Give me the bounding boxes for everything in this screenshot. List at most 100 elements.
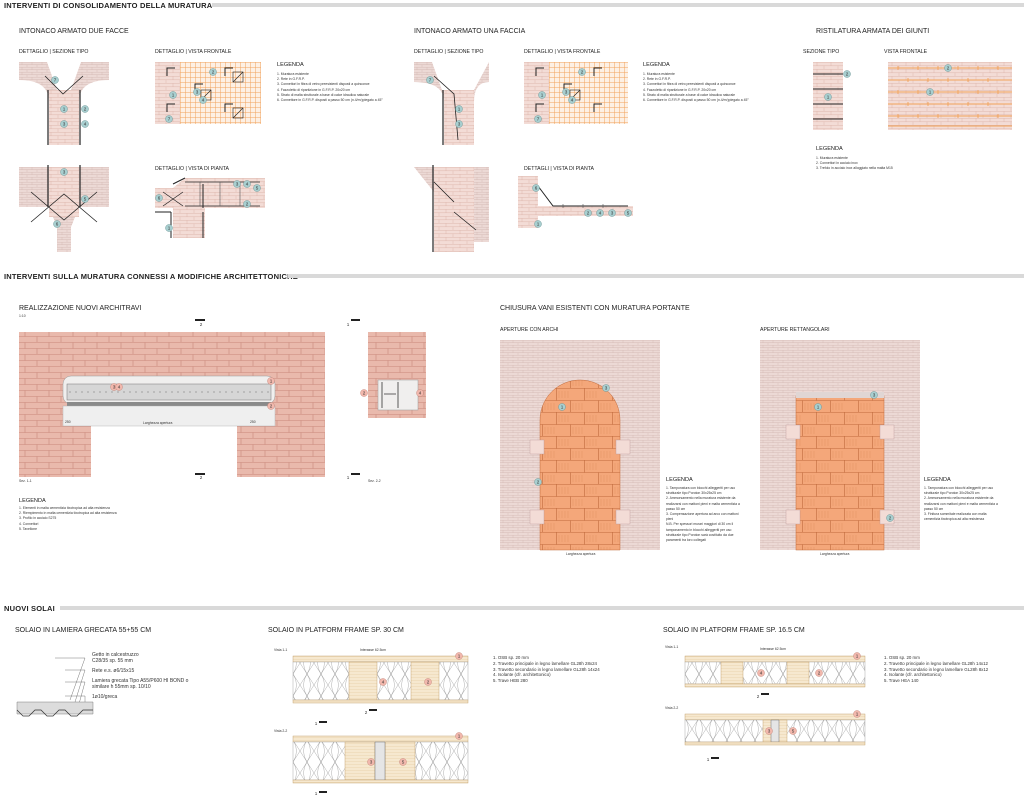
due-facce-pianta-label: DETTAGLIO | VISTA DI PIANTA: [155, 166, 229, 172]
svg-text:2: 2: [212, 70, 215, 75]
due-facce-sezione-label: DETTAGLIO | SEZIONE TIPO: [19, 49, 89, 55]
svg-text:6: 6: [158, 196, 161, 201]
legend-item: 1. Muratura esistente: [643, 72, 675, 76]
architravi-elevation-drawing: 3 4 1 2 2 2: [19, 319, 325, 480]
ristilatura-sezione-label: SEZIONE TIPO: [803, 49, 840, 55]
svg-text:3: 3: [605, 386, 608, 391]
svg-text:2: 2: [363, 391, 366, 396]
note: 1ø10/greca: [92, 694, 118, 700]
svg-text:4: 4: [571, 98, 574, 103]
svg-text:3: 3: [113, 385, 116, 390]
architravi-dim-left: 250: [65, 420, 71, 424]
platform30-title: SOLAIO IN PLATFORM FRAME SP. 30 CM: [268, 627, 404, 634]
svg-text:2: 2: [947, 66, 950, 71]
legend-item: 3. Travetto secondario in legno lamellar…: [884, 666, 989, 672]
svg-text:3: 3: [611, 211, 614, 216]
svg-text:2: 2: [270, 404, 273, 409]
architravi-opening-label: Larghezza apertura: [143, 421, 173, 425]
chiusura-legend-b-title: LEGENDA: [924, 477, 951, 483]
svg-text:3: 3: [565, 90, 568, 95]
una-faccia-sezione-label: DETTAGLIO | SEZIONE TIPO: [414, 49, 484, 55]
svg-text:7: 7: [168, 117, 171, 122]
platform30-vista1: Vista 1-1: [274, 648, 288, 652]
legend-item: 2. Travetto principale in legno lamellar…: [884, 660, 988, 666]
due-facce-section-drawing: 7 1 2 3 4 3 5 6: [19, 62, 109, 252]
chiusura-archi-drawing: 3 1 2: [500, 340, 660, 551]
platform16-interasse: Interasse 62.5cm: [760, 647, 787, 651]
legend-item: 3. Travetto secondario in legno lamellar…: [493, 666, 600, 672]
note: Lamiera grecata Tipo A55/P600 HI BOND o: [92, 678, 189, 684]
svg-text:4: 4: [382, 680, 385, 685]
legend-item: strutturale tipo Poroton sarà costituito…: [666, 532, 734, 537]
legend-item: 2. Travetto principale in legno lamellar…: [493, 660, 597, 666]
chiusura-rett-label: APERTURE RETTANGOLARI: [760, 327, 830, 333]
legend-item: 6. Connettore in G.F.R.P. disposti a pas…: [277, 98, 383, 103]
platform30-legend: 1. OSB sp. 20 mm 2. Travetto principale …: [493, 655, 600, 684]
svg-text:2: 2: [365, 710, 368, 715]
una-faccia-frontal-drawing: 2 1 3 4 7: [524, 62, 628, 124]
svg-text:4: 4: [246, 182, 249, 187]
ristilatura-section-drawing: 2 1: [813, 62, 851, 130]
svg-text:4: 4: [599, 211, 602, 216]
legend-item: 3. Connettori in fibra di vetro preesist…: [643, 82, 736, 87]
ristilatura-title: RISTILATURA ARMATA DEI GIUNTI: [816, 28, 930, 35]
chiusura-archi-opening: Larghezza apertura: [566, 552, 596, 556]
platform16-vista2: Vista 2-2: [665, 706, 679, 710]
svg-text:3: 3: [63, 170, 66, 175]
legend-item: 2. Ammorsamento nella muratura esistente…: [666, 496, 736, 501]
una-faccia-section-drawing: 7 1 3: [414, 62, 489, 252]
svg-text:1: 1: [541, 93, 544, 98]
chiusura-legend-a-title: LEGENDA: [666, 477, 693, 483]
legend-item: 3. Compensazione apertura ad arco con ma…: [666, 512, 739, 517]
svg-text:1: 1: [315, 721, 318, 726]
legend-item: 5. Trave HEB 280: [493, 678, 528, 684]
architravi-section-a: Sez. 1-1: [19, 479, 32, 483]
platform16-legend: 1. OSB sp. 20 mm 2. Travetto principale …: [884, 655, 988, 684]
svg-text:3: 3: [196, 90, 199, 95]
legend-item: 4. Isolante (cfr. architettonico): [493, 672, 551, 678]
legend-item: pieni: [666, 517, 674, 522]
legend-item: 3. Finitura sommitale realizzata con mal…: [924, 512, 987, 517]
legend-item: 3. Trefolo in acciaio inox alloggiato ne…: [816, 166, 893, 171]
svg-text:5: 5: [627, 211, 630, 216]
legend-item: strutturale tipo Poroton 30x25x25 cm: [666, 491, 722, 496]
svg-text:7: 7: [429, 78, 432, 83]
svg-text:1: 1: [537, 222, 540, 227]
legend-item: 1. OSB sp. 20 mm: [493, 655, 529, 660]
svg-text:4: 4: [760, 671, 763, 676]
una-faccia-frontale-label: DETTAGLIO | VISTA FRONTALE: [524, 49, 601, 55]
architravi-dim-right: 250: [250, 420, 256, 424]
due-facce-legend: 1. Muratura esistente 2. Rete in G.F.R.P…: [277, 72, 383, 103]
una-faccia-title: INTONACO ARMATO UNA FACCIA: [414, 28, 526, 35]
legend-item: 2. Connettori in acciaio inox: [816, 161, 858, 166]
legend-item: 1. Muratura esistente: [816, 156, 848, 160]
svg-text:6: 6: [535, 186, 538, 191]
legend-item: 2. Riempimento in malta cementizia tixot…: [19, 511, 117, 516]
legend-item: 3. Connettori in fibra di vetro preesist…: [277, 82, 370, 87]
svg-text:1: 1: [856, 712, 859, 717]
legend-item: 5. Tavellone: [19, 526, 38, 531]
svg-text:4: 4: [84, 122, 87, 127]
note: Getto in calcestruzzo: [92, 652, 139, 658]
legend-item: strutturale tipo Poroton 30x25x25 cm: [924, 491, 980, 496]
svg-text:4: 4: [419, 391, 422, 396]
svg-text:1: 1: [561, 405, 564, 410]
section-title-solai: NUOVI SOLAI: [4, 604, 55, 613]
chiusura-archi-label: APERTURE CON ARCHI: [500, 327, 559, 333]
legend-item: 4. Fazzoletto di ripartizione in G.F.R.P…: [643, 87, 717, 92]
legend-item: paramenti tra loro collegati: [666, 538, 706, 543]
svg-text:3: 3: [873, 393, 876, 398]
legend-item: 2. Rete in G.F.R.P.: [277, 77, 305, 82]
chiusura-title: CHIUSURA VANI ESISTENTI CON MURATURA POR…: [500, 305, 690, 312]
architravi-legend-title: LEGENDA: [19, 498, 46, 504]
architravi-section-drawing: 2 4 1 1: [347, 319, 426, 480]
legend-item: cementizia tixotropica ad alta resistenz…: [924, 517, 985, 522]
svg-text:5: 5: [256, 186, 259, 191]
una-faccia-pianta-label: DETTAGLI | VISTA DI PIANTA: [524, 166, 594, 172]
svg-text:1: 1: [347, 322, 350, 327]
section-divider: [60, 606, 1024, 610]
svg-text:2: 2: [587, 211, 590, 216]
legend-item: 1. OSB sp. 20 mm: [884, 655, 920, 660]
lamiera-title: SOLAIO IN LAMIERA GRECATA 55+55 CM: [15, 627, 152, 634]
legend-item: realizzarsi con mattoni pieni e malta ce…: [924, 501, 998, 506]
